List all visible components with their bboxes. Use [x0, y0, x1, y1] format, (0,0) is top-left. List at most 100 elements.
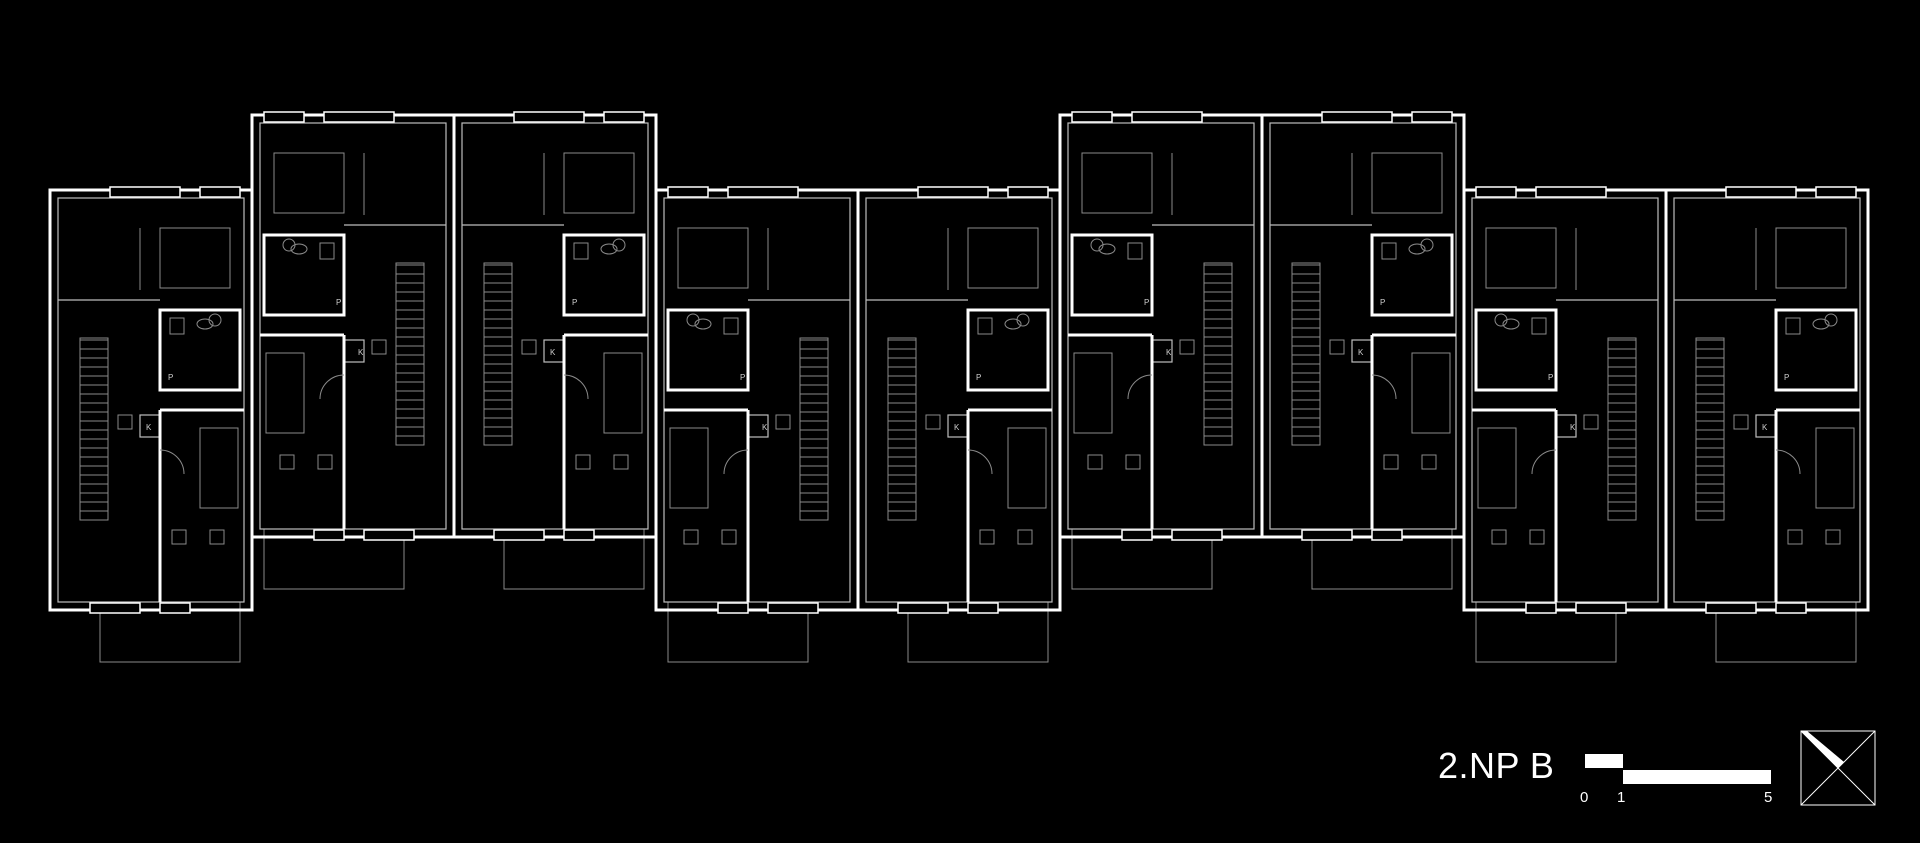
apartment-unit-3: PK [452, 111, 658, 590]
stair-outline [799, 337, 829, 521]
room-label-p: P [976, 373, 981, 382]
window-top [1535, 186, 1607, 198]
room-label-k: K [1166, 348, 1172, 357]
nightstand [317, 454, 333, 470]
duct-square [925, 414, 941, 430]
bed [563, 152, 635, 214]
window-bottom [1301, 529, 1353, 541]
nightstand [979, 529, 995, 545]
apartment-unit-9: PK [1664, 186, 1870, 663]
bathroom-wall [1774, 308, 1858, 392]
bed-lower [669, 427, 709, 509]
window-bottom-small [313, 529, 345, 541]
sink [694, 318, 712, 330]
nightstand [209, 529, 225, 545]
stair-outline [483, 262, 513, 446]
scale-bar-segment-1 [1585, 754, 1623, 768]
door-swing [563, 374, 589, 400]
window-bottom [493, 529, 545, 541]
sink [1004, 318, 1022, 330]
duct-square [117, 414, 133, 430]
sink [600, 243, 618, 255]
bed-lower [265, 352, 305, 434]
room-label-k: K [1570, 423, 1576, 432]
scale-bar-segment-2 [1623, 770, 1771, 784]
window-bottom [89, 602, 141, 614]
duct-square [775, 414, 791, 430]
window-top-small [1411, 111, 1453, 123]
toilet [723, 317, 739, 335]
room-label-k: K [146, 423, 152, 432]
door-swing [319, 374, 345, 400]
door-swing [1127, 374, 1153, 400]
bed-lower [1411, 352, 1451, 434]
room-label-k: K [550, 348, 556, 357]
bathroom-wall [1070, 233, 1154, 317]
scale-label-1: 1 [1617, 789, 1626, 806]
sink [1408, 243, 1426, 255]
nightstand [1125, 454, 1141, 470]
bathroom-wall [1370, 233, 1454, 317]
window-top-small [263, 111, 305, 123]
room-label-p: P [1784, 373, 1789, 382]
window-bottom-small [563, 529, 595, 541]
window-bottom-small [717, 602, 749, 614]
nightstand [1017, 529, 1033, 545]
sink [1502, 318, 1520, 330]
nightstand [721, 529, 737, 545]
toilet [1127, 242, 1143, 260]
stair-outline [1607, 337, 1637, 521]
door-swing [159, 449, 185, 475]
door-swing [723, 449, 749, 475]
room-label-k: K [954, 423, 960, 432]
door-swing [1371, 374, 1397, 400]
window-top-small [1815, 186, 1857, 198]
window-top [1131, 111, 1203, 123]
stair-outline [1291, 262, 1321, 446]
window-top [109, 186, 181, 198]
scale-label-0: 0 [1580, 789, 1589, 806]
nightstand [279, 454, 295, 470]
bed [967, 227, 1039, 289]
room-label-p: P [168, 373, 173, 382]
north-arrow-icon [1800, 730, 1876, 806]
apartment-unit-7: PK [1260, 111, 1466, 590]
window-bottom [1171, 529, 1223, 541]
window-top-small [1071, 111, 1113, 123]
bathroom-wall [562, 233, 646, 317]
apartment-unit-6: PK [1058, 111, 1264, 590]
window-bottom [363, 529, 415, 541]
bathroom-wall [966, 308, 1050, 392]
nightstand [171, 529, 187, 545]
stair-outline [395, 262, 425, 446]
exterior-wall-inner [1673, 197, 1861, 603]
window-bottom [897, 602, 949, 614]
bed-lower [1477, 427, 1517, 509]
duct-square [1179, 339, 1195, 355]
window-top-small [199, 186, 241, 198]
toilet [1381, 242, 1397, 260]
window-top-small [667, 186, 709, 198]
door-swing [967, 449, 993, 475]
window-bottom [1575, 602, 1627, 614]
nightstand [1383, 454, 1399, 470]
nightstand [1787, 529, 1803, 545]
duct-square [521, 339, 537, 355]
window-bottom [767, 602, 819, 614]
exterior-wall-inner [259, 122, 447, 530]
toilet [573, 242, 589, 260]
window-bottom-small [1371, 529, 1403, 541]
window-bottom-small [159, 602, 191, 614]
exterior-wall-inner [663, 197, 851, 603]
bed-lower [1007, 427, 1047, 509]
sink [1098, 243, 1116, 255]
room-label-k: K [1762, 423, 1768, 432]
bed-lower [1815, 427, 1855, 509]
window-bottom-small [1525, 602, 1557, 614]
window-top [1321, 111, 1393, 123]
room-label-p: P [1380, 298, 1385, 307]
nightstand [575, 454, 591, 470]
door-swing [1775, 449, 1801, 475]
exterior-wall-inner [57, 197, 245, 603]
